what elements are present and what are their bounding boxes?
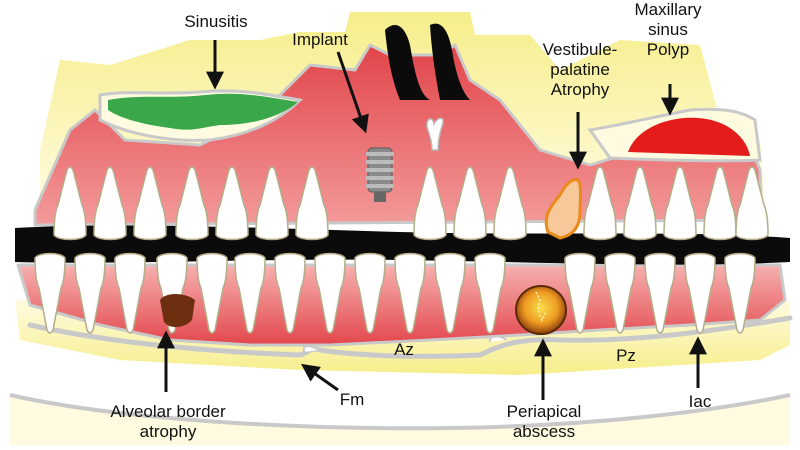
vestibule-label-line1: Vestibule- — [542, 40, 618, 59]
lower-tooth-icon — [354, 252, 386, 334]
lower-tooth-icon — [434, 252, 466, 334]
lower-tooth-icon — [234, 252, 266, 334]
upper-tooth-icon — [413, 166, 447, 241]
implant-arrow-icon — [336, 51, 369, 134]
upper-tooth-icon — [493, 166, 527, 241]
upper-tooth-icon — [453, 166, 487, 241]
fm-label: Fm — [339, 390, 365, 409]
polyp-label: Maxillary sinus Polyp — [618, 0, 718, 60]
vestibule-label-line2: palatine — [550, 60, 610, 79]
lower-tooth-icon — [114, 252, 146, 334]
upper-teeth — [53, 166, 769, 241]
upper-tooth-icon — [93, 166, 127, 241]
alveolar-label-line1: Alveolar border — [110, 402, 226, 421]
sinusitis-area — [108, 93, 298, 130]
lower-tooth-icon — [564, 252, 596, 334]
lower-tooth-icon — [724, 252, 756, 334]
lower-tooth-icon — [34, 252, 66, 334]
maxilla — [33, 12, 765, 227]
lower-tooth-icon — [74, 252, 106, 334]
nasal-cavity — [385, 23, 470, 100]
upper-tooth-icon — [703, 166, 737, 241]
lower-tooth-icon — [274, 252, 306, 334]
lower-tooth-icon — [644, 252, 676, 334]
polyp-label-line2: sinus — [648, 20, 688, 39]
polyp-label-line3: Polyp — [646, 40, 690, 59]
lower-tooth-icon — [314, 252, 346, 334]
lower-tooth-icon — [156, 252, 188, 334]
upper-tooth-icon — [133, 166, 167, 241]
mandible-cortex-line — [9, 393, 791, 431]
az-label: Az — [394, 340, 414, 359]
vestibule-label-line3: Atrophy — [550, 80, 610, 99]
upper-tooth-icon — [663, 166, 697, 241]
upper-tooth-icon — [735, 166, 769, 241]
lower-tooth-icon — [196, 252, 228, 334]
implant-label: Implant — [292, 30, 348, 49]
maxillary-sinus-polyp — [628, 117, 750, 156]
lower-tooth-icon — [394, 252, 426, 334]
iac-label: Iac — [688, 392, 712, 411]
periapical-abscess — [515, 285, 567, 335]
upper-tooth-icon — [583, 166, 617, 241]
sinusitis-label: Sinusitis — [184, 12, 248, 31]
caries-lesion — [160, 294, 195, 328]
incisive-canal — [426, 117, 444, 151]
lower-teeth — [34, 252, 756, 334]
upper-tooth-icon — [175, 166, 209, 241]
upper-tooth-icon — [215, 166, 249, 241]
periapical-label-line1: Periapical — [506, 402, 582, 421]
upper-tooth-icon — [623, 166, 657, 241]
fm-arrow-icon — [301, 363, 339, 392]
atrophic-tooth — [544, 178, 582, 240]
inferior-alveolar-canal — [27, 315, 793, 359]
upper-tooth-icon — [255, 166, 289, 241]
lower-tooth-icon — [474, 252, 506, 334]
pz-label: Pz — [616, 346, 636, 365]
periapical-label-line2: abscess — [512, 422, 576, 441]
annotation-arrows — [157, 40, 707, 400]
vestibule-label: Vestibule- palatine Atrophy — [520, 40, 640, 100]
upper-tooth-icon — [295, 166, 329, 241]
polyp-label-line1: Maxillary — [634, 0, 702, 19]
lower-tooth-icon — [604, 252, 636, 334]
mandible-lower-border — [10, 395, 790, 445]
alveolar-label-line2: atrophy — [139, 422, 197, 441]
alveolar-label: Alveolar border atrophy — [88, 402, 248, 442]
implant-icon — [366, 147, 394, 202]
upper-tooth-icon — [53, 166, 87, 241]
periapical-label: Periapical abscess — [484, 402, 604, 442]
lower-tooth-icon — [684, 252, 716, 334]
